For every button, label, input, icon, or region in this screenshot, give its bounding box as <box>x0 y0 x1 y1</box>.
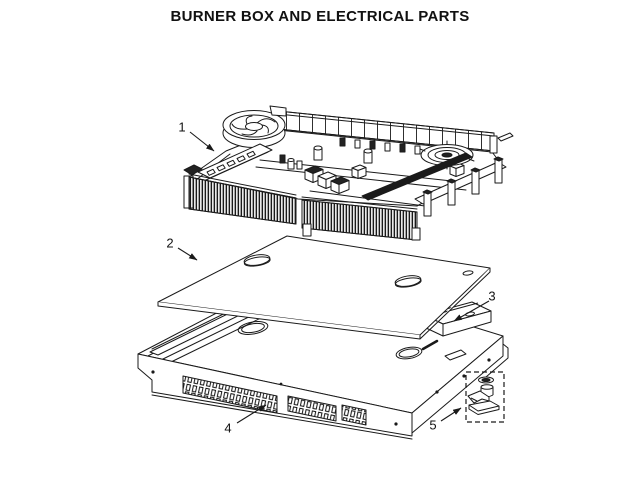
part-label-4: 4 <box>224 420 232 436</box>
part-1-control-assembly <box>183 105 514 241</box>
part-5-detail <box>465 371 505 423</box>
callout-leaders <box>177 131 490 424</box>
part-label-3: 3 <box>488 288 496 304</box>
page-title: BURNER BOX AND ELECTRICAL PARTS <box>170 8 470 25</box>
part-label-1: 1 <box>178 119 186 135</box>
part-label-2: 2 <box>166 235 174 251</box>
part-2-panel <box>157 235 491 340</box>
part-label-5: 5 <box>429 417 437 433</box>
